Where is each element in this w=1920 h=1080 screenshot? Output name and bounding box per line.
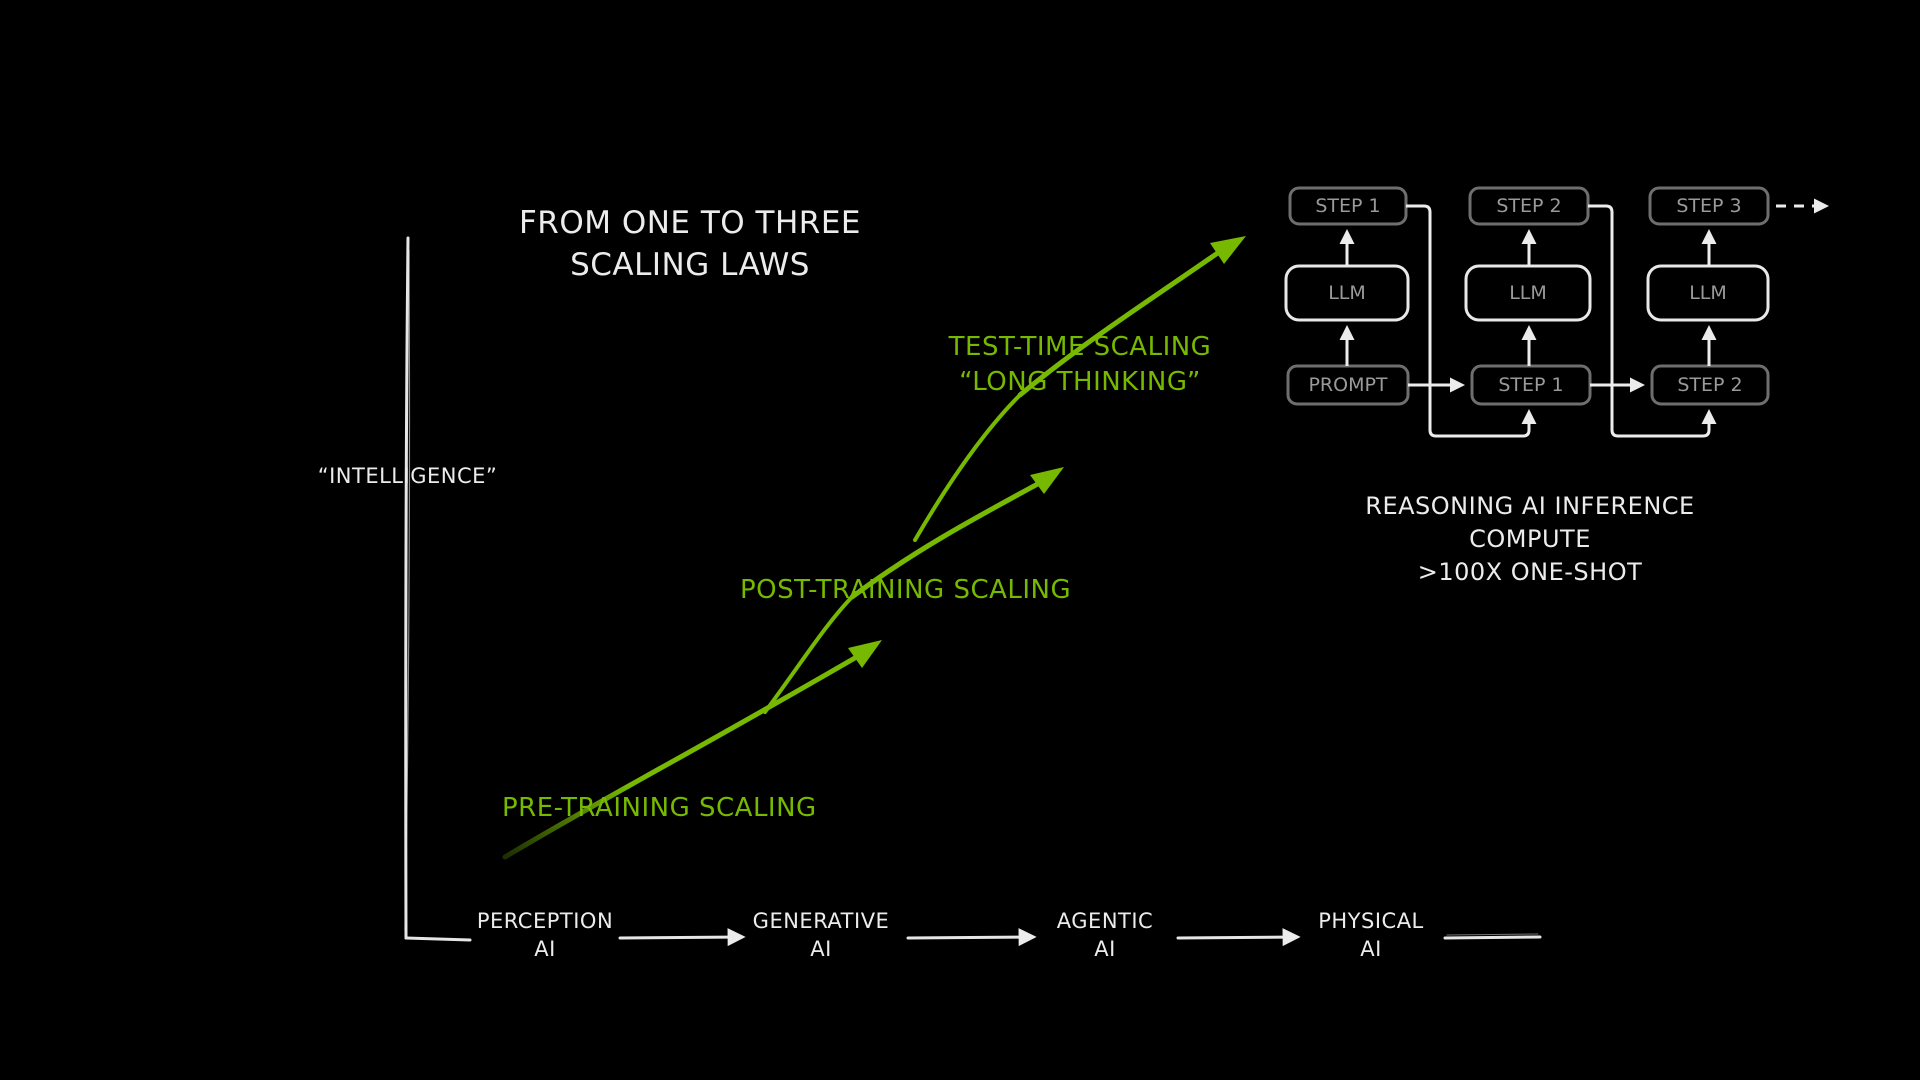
era-tail-line xyxy=(1443,935,1542,940)
x-axis-stub xyxy=(404,936,472,942)
slide-title: FROM ONE TO THREE SCALING LAWS xyxy=(420,202,960,286)
era-generative-line1: GENERATIVE xyxy=(752,909,890,933)
era-arrow-2 xyxy=(906,928,1037,947)
test-time-arrowhead xyxy=(1210,236,1246,264)
era-agentic-line2: AI xyxy=(1094,937,1116,961)
era-perception-line1: PERCEPTION xyxy=(476,909,614,933)
era-physical: PHYSICAL AI xyxy=(1276,907,1466,963)
box-top-step3 xyxy=(1648,186,1770,226)
test-time-label-line1: TEST-TIME SCALING xyxy=(948,332,1212,362)
era-generative-line2: AI xyxy=(810,937,832,961)
box-prompt-label: PROMPT xyxy=(1308,374,1388,396)
era-agentic-line1: AGENTIC xyxy=(1056,909,1154,933)
era-agentic: AGENTIC AI xyxy=(1010,907,1200,963)
box-llm-1-label: LLM xyxy=(1328,282,1366,304)
loop-step1-down xyxy=(1406,204,1537,438)
pre-training-curve xyxy=(502,652,863,860)
post-training-arrowhead xyxy=(1030,467,1064,494)
slide-title-line1: FROM ONE TO THREE xyxy=(518,205,862,241)
post-training-label: POST-TRAINING SCALING xyxy=(740,575,1072,605)
reasoning-caption-line2: COMPUTE xyxy=(1469,525,1591,553)
era-perception: PERCEPTION AI xyxy=(450,907,640,963)
box-top-step1-label: STEP 1 xyxy=(1315,195,1381,217)
pre-training-label: PRE-TRAINING SCALING xyxy=(502,793,817,823)
era-generative: GENERATIVE AI xyxy=(726,907,916,963)
reasoning-flow-connectors xyxy=(1339,198,1829,438)
post-training-curve xyxy=(849,477,1048,600)
y-axis-line xyxy=(404,236,410,940)
box-top-step3-label: STEP 3 xyxy=(1676,195,1742,217)
era-tail-line-sketch xyxy=(1446,933,1539,936)
scaling-curves xyxy=(502,236,1246,860)
era-physical-line2: AI xyxy=(1360,937,1382,961)
axes xyxy=(404,236,1542,947)
era-physical-line1: PHYSICAL xyxy=(1318,909,1424,933)
pre-training-arrowhead xyxy=(848,640,882,668)
box-llm-3-label: LLM xyxy=(1689,282,1727,304)
test-time-label-line2: “LONG THINKING” xyxy=(959,367,1201,397)
box-llm-2-label: LLM xyxy=(1509,282,1547,304)
era-arrow-3 xyxy=(1176,928,1301,947)
box-top-step2-label: STEP 2 xyxy=(1496,195,1562,217)
post-training-branch xyxy=(763,595,854,714)
test-time-curve xyxy=(1017,247,1225,398)
reasoning-caption-line1: REASONING AI INFERENCE xyxy=(1365,492,1695,520)
era-perception-line2: AI xyxy=(534,937,556,961)
loop-step2-down xyxy=(1588,204,1717,438)
box-bottom-step1-label: STEP 1 xyxy=(1498,374,1564,396)
test-time-branch xyxy=(913,393,1022,542)
era-arrow-1 xyxy=(618,928,746,947)
y-axis-label: “INTELLIGENCE” xyxy=(317,464,498,488)
slide-title-line2: SCALING LAWS xyxy=(570,247,810,283)
reasoning-caption-line3: >100X ONE-SHOT xyxy=(1417,558,1643,586)
test-time-label: TEST-TIME SCALING “LONG THINKING” xyxy=(915,330,1245,400)
y-axis-line-sketch xyxy=(404,249,411,931)
reasoning-caption: REASONING AI INFERENCE COMPUTE >100X ONE… xyxy=(1330,490,1730,589)
box-bottom-step2-label: STEP 2 xyxy=(1677,374,1743,396)
